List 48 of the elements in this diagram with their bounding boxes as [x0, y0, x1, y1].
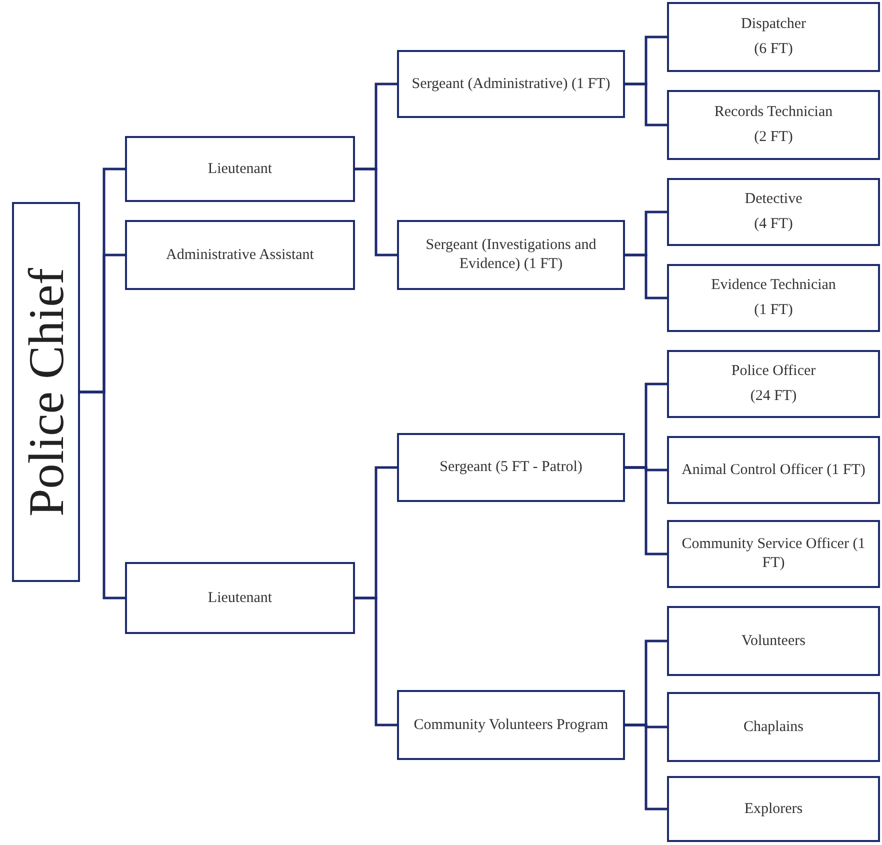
role-text: Dispatcher [741, 15, 806, 34]
org-box [667, 606, 880, 676]
title-text: Police Chief [16, 268, 75, 516]
org-box [397, 690, 625, 760]
connector-line [355, 596, 397, 726]
role-text: Community Service Officer (1 FT) [680, 535, 866, 573]
org-box [397, 50, 625, 118]
role-text: Volunteers [742, 632, 806, 650]
role-text: Administrative Assistant [166, 246, 314, 264]
role-text: Lieutenant [208, 160, 272, 178]
role-text: Sergeant (Administrative) (1 FT) [412, 74, 610, 94]
org-box [397, 220, 625, 290]
connector-line [625, 82, 667, 126]
role-text: (2 FT) [754, 128, 793, 147]
connector-line [625, 724, 667, 810]
org-box [667, 436, 880, 504]
role-text: Explorers [744, 800, 803, 818]
role-text: Sergeant (Investigations and Evidence) (1 FT) [424, 236, 598, 274]
org-box [667, 264, 880, 332]
role-text: (6 FT) [754, 40, 793, 59]
org-box [667, 520, 880, 588]
role-text: (24 FT) [750, 387, 797, 406]
org-box [125, 562, 355, 634]
org-box [667, 178, 880, 246]
vertical-title-box [12, 202, 80, 582]
org-box [667, 90, 880, 160]
role-text: Lieutenant [208, 588, 272, 608]
org-box [667, 350, 880, 418]
connector-line [80, 390, 125, 600]
org-box [125, 136, 355, 202]
role-text: Detective [744, 190, 802, 209]
org-box [125, 220, 355, 290]
role-text: Community Volunteers Program [414, 716, 608, 734]
connector-line [625, 254, 667, 300]
role-text: Records Technician [714, 103, 833, 122]
org-box [667, 776, 880, 842]
org-box [667, 692, 880, 762]
org-box [397, 433, 625, 502]
connector-line [355, 168, 397, 256]
role-text: (4 FT) [754, 215, 793, 234]
role-text: Evidence Technician [711, 276, 836, 295]
connector-line [625, 466, 667, 556]
role-text: Chaplains [744, 718, 804, 736]
role-text: Sergeant (5 FT - Patrol) [440, 458, 582, 477]
role-text: Police Officer [731, 362, 816, 381]
role-text: Animal Control Officer (1 FT) [682, 460, 866, 480]
role-text: (1 FT) [754, 301, 793, 320]
org-box [667, 2, 880, 72]
